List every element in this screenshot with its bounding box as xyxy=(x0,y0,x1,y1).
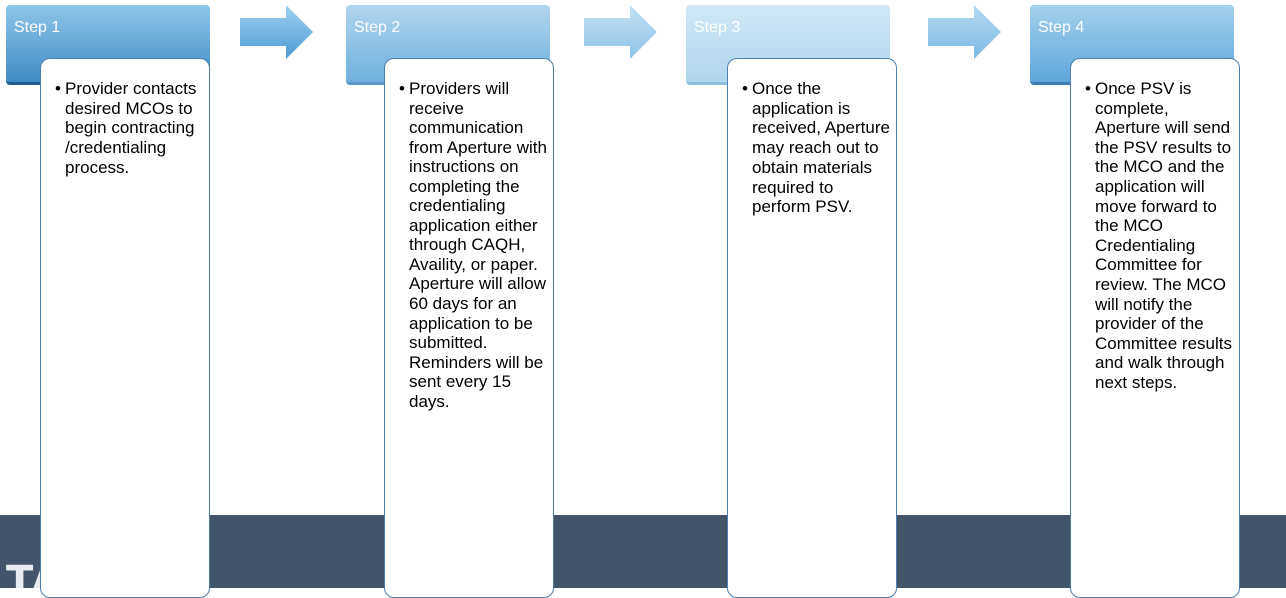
arrow-right-icon xyxy=(928,5,1001,59)
arrow-right-icon xyxy=(240,5,313,59)
step-3-card: Once the application is received, Apertu… xyxy=(727,58,897,598)
step-2-card: Providers will receive communication fro… xyxy=(384,58,554,598)
step-3-text: Once the application is received, Apertu… xyxy=(742,79,892,217)
step-1-card: Provider contacts desired MCOs to begin … xyxy=(40,58,210,598)
step-4-card: Once PSV is complete, Aperture will send… xyxy=(1070,58,1240,598)
step-4-text: Once PSV is complete, Aperture will send… xyxy=(1085,79,1235,393)
step-2-text: Providers will receive communication fro… xyxy=(399,79,549,411)
arrow-right-icon xyxy=(584,5,657,59)
step-1-text: Provider contacts desired MCOs to begin … xyxy=(55,79,205,178)
